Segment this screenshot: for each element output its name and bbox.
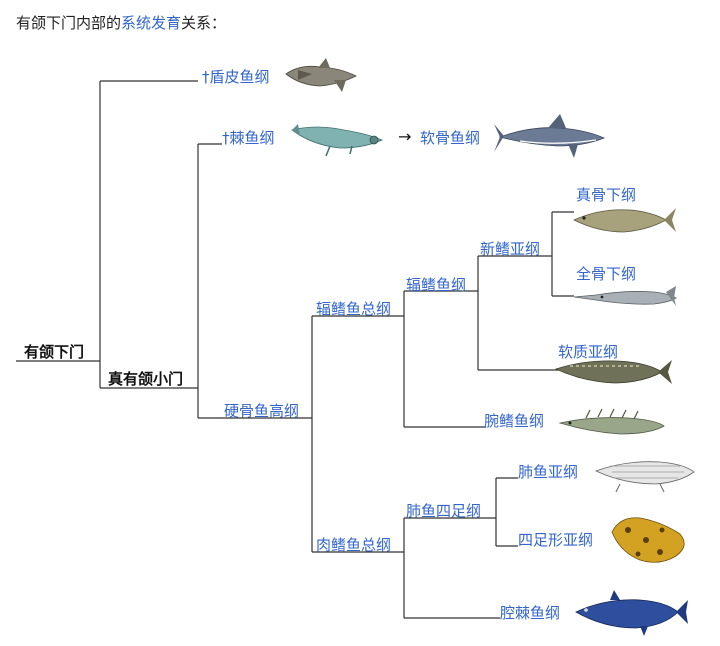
placoderm-fish-icon bbox=[285, 58, 357, 92]
tetrapodomorph-icon bbox=[611, 517, 685, 563]
taxon-teleostei[interactable]: 真骨下纲 bbox=[576, 186, 637, 204]
lungfish-icon bbox=[594, 461, 695, 493]
intro-suffix: 关系： bbox=[181, 14, 227, 32]
taxon-holostei[interactable]: 全骨下纲 bbox=[576, 265, 637, 283]
arrow-to-chondrichthyes: → bbox=[398, 127, 412, 146]
phylogeny-link[interactable]: 系统发育 bbox=[121, 14, 182, 32]
taxon-acanthodii[interactable]: †棘鱼纲 bbox=[222, 129, 275, 147]
taxon-sarcopterygii-super[interactable]: 肉鳍鱼总纲 bbox=[316, 536, 392, 554]
taxon-osteichthyes[interactable]: 硬骨鱼高纲 bbox=[224, 402, 300, 420]
intro-text: 有颌下门内部的系统发育关系： bbox=[16, 12, 226, 33]
taxon-chondrostei[interactable]: 软质亚纲 bbox=[558, 343, 619, 361]
shark-icon bbox=[494, 114, 606, 158]
bichir-icon bbox=[558, 408, 665, 435]
intro-prefix: 有颌下门内部的 bbox=[16, 14, 122, 32]
taxon-placodermi[interactable]: †盾皮鱼纲 bbox=[202, 68, 270, 86]
taxon-tetrapodomorpha[interactable]: 四足形亚纲 bbox=[518, 531, 594, 549]
taxon-actinistia[interactable]: 腔棘鱼纲 bbox=[500, 604, 561, 622]
node-gnathostomata: 有颌下门 bbox=[24, 343, 85, 361]
taxon-cladistia[interactable]: 腕鳍鱼纲 bbox=[484, 412, 545, 430]
coelacanth-icon bbox=[575, 590, 688, 636]
taxon-actinopterygii-super[interactable]: 辐鳍鱼总纲 bbox=[316, 300, 392, 318]
taxon-dipnomorpha[interactable]: 肺鱼亚纲 bbox=[518, 463, 579, 481]
taxon-actinopterygii[interactable]: 辐鳍鱼纲 bbox=[406, 276, 467, 294]
taxon-rhipidistia[interactable]: 肺鱼四足纲 bbox=[406, 502, 482, 520]
taxon-chondrichthyes[interactable]: 软骨鱼纲 bbox=[420, 129, 481, 147]
gar-icon bbox=[573, 286, 677, 306]
salmon-icon bbox=[573, 208, 676, 233]
node-eugnathostomata: 真有颌小门 bbox=[108, 370, 184, 388]
sturgeon-icon bbox=[554, 360, 672, 384]
taxon-neopterygii[interactable]: 新鳍亚纲 bbox=[480, 240, 541, 258]
acanthodian-fish-icon bbox=[291, 124, 384, 157]
